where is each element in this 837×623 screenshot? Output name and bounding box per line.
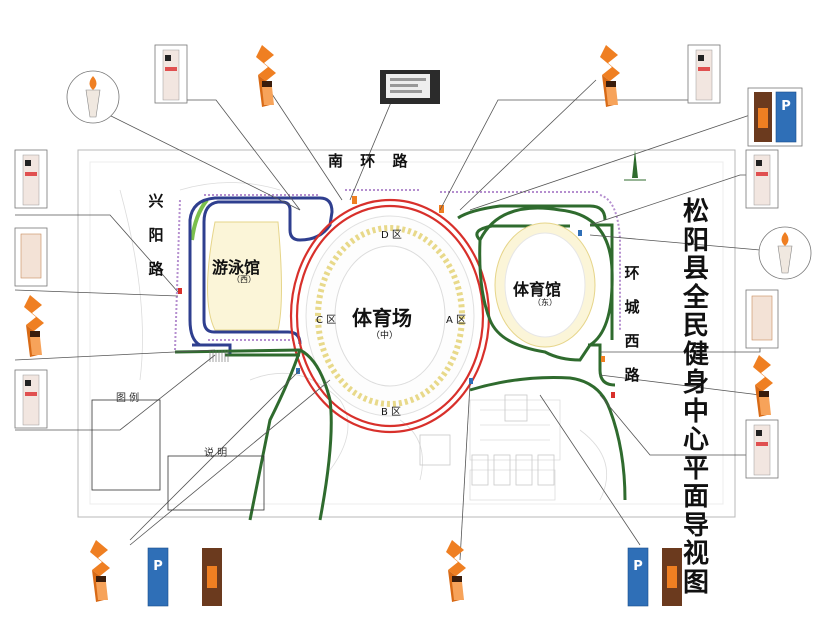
pillar-sign-icon <box>687 44 721 104</box>
parking-sign-icon: P <box>627 547 649 607</box>
courts <box>419 394 555 486</box>
pillar-sign-icon <box>14 369 48 429</box>
road-label-west: 兴阳路 <box>148 192 164 278</box>
orange-chevron-sign-icon <box>24 295 44 357</box>
natatorium-sub-label: （西） <box>232 275 256 284</box>
entrance-stairs <box>209 350 229 362</box>
stadium-sub-label: （中） <box>371 331 399 341</box>
legend-box <box>91 399 161 491</box>
pillar-sign-icon <box>662 548 682 606</box>
pillar-sign-icon <box>202 548 222 606</box>
natatorium-area <box>188 194 334 355</box>
notes-box <box>167 455 265 511</box>
page-title: 松阳县全民健身中心平面导视图 <box>682 197 709 598</box>
leader-lines <box>14 79 761 561</box>
orange-chevron-sign-icon <box>256 45 276 107</box>
orange-chevron-sign-icon <box>90 540 110 602</box>
stadium-label: 体育场 <box>352 306 412 330</box>
road-label-south: 南 环 路 <box>328 152 414 170</box>
pillar-sign-icon <box>745 419 779 479</box>
gymnasium-label: 体育馆 <box>513 280 562 299</box>
map-markers <box>178 196 615 398</box>
display-board-icon <box>745 289 779 349</box>
gymnasium-sub-label: （东） <box>533 298 557 307</box>
road-label-east: 环城西路 <box>624 264 640 384</box>
zone-label-c: C 区 <box>316 315 337 326</box>
torch-sign-icon <box>758 226 812 280</box>
orange-chevron-sign-icon <box>446 540 466 602</box>
notes-title: 说 明 <box>204 448 228 459</box>
zone-label-d: D 区 <box>381 230 402 241</box>
svg-text:P: P <box>781 99 791 114</box>
north-arrow-icon <box>624 150 646 181</box>
zone-label-a: A 区 <box>446 315 467 326</box>
display-board-icon <box>14 227 48 287</box>
orange-chevron-sign-icon <box>600 45 620 107</box>
svg-text:P: P <box>153 559 163 574</box>
torch-sign-icon <box>66 70 120 124</box>
zone-label-b: B 区 <box>381 407 402 418</box>
legend-title: 图 例 <box>116 393 140 404</box>
parking-sign-icon: P <box>147 547 169 607</box>
pillar-sign-icon <box>14 149 48 209</box>
orange-chevron-sign-icon <box>753 355 773 417</box>
stadium-area <box>289 198 491 434</box>
svg-text:P: P <box>633 559 643 574</box>
parking-sign-icon: P <box>775 91 797 143</box>
pillar-sign-icon <box>745 149 779 209</box>
gymnasium-area <box>478 206 616 387</box>
vehicle-lanes <box>174 189 621 351</box>
display-board-icon <box>380 70 440 104</box>
green-paths <box>174 204 627 521</box>
natatorium-label: 游泳馆 <box>212 258 261 277</box>
pillar-sign-icon <box>154 44 188 104</box>
